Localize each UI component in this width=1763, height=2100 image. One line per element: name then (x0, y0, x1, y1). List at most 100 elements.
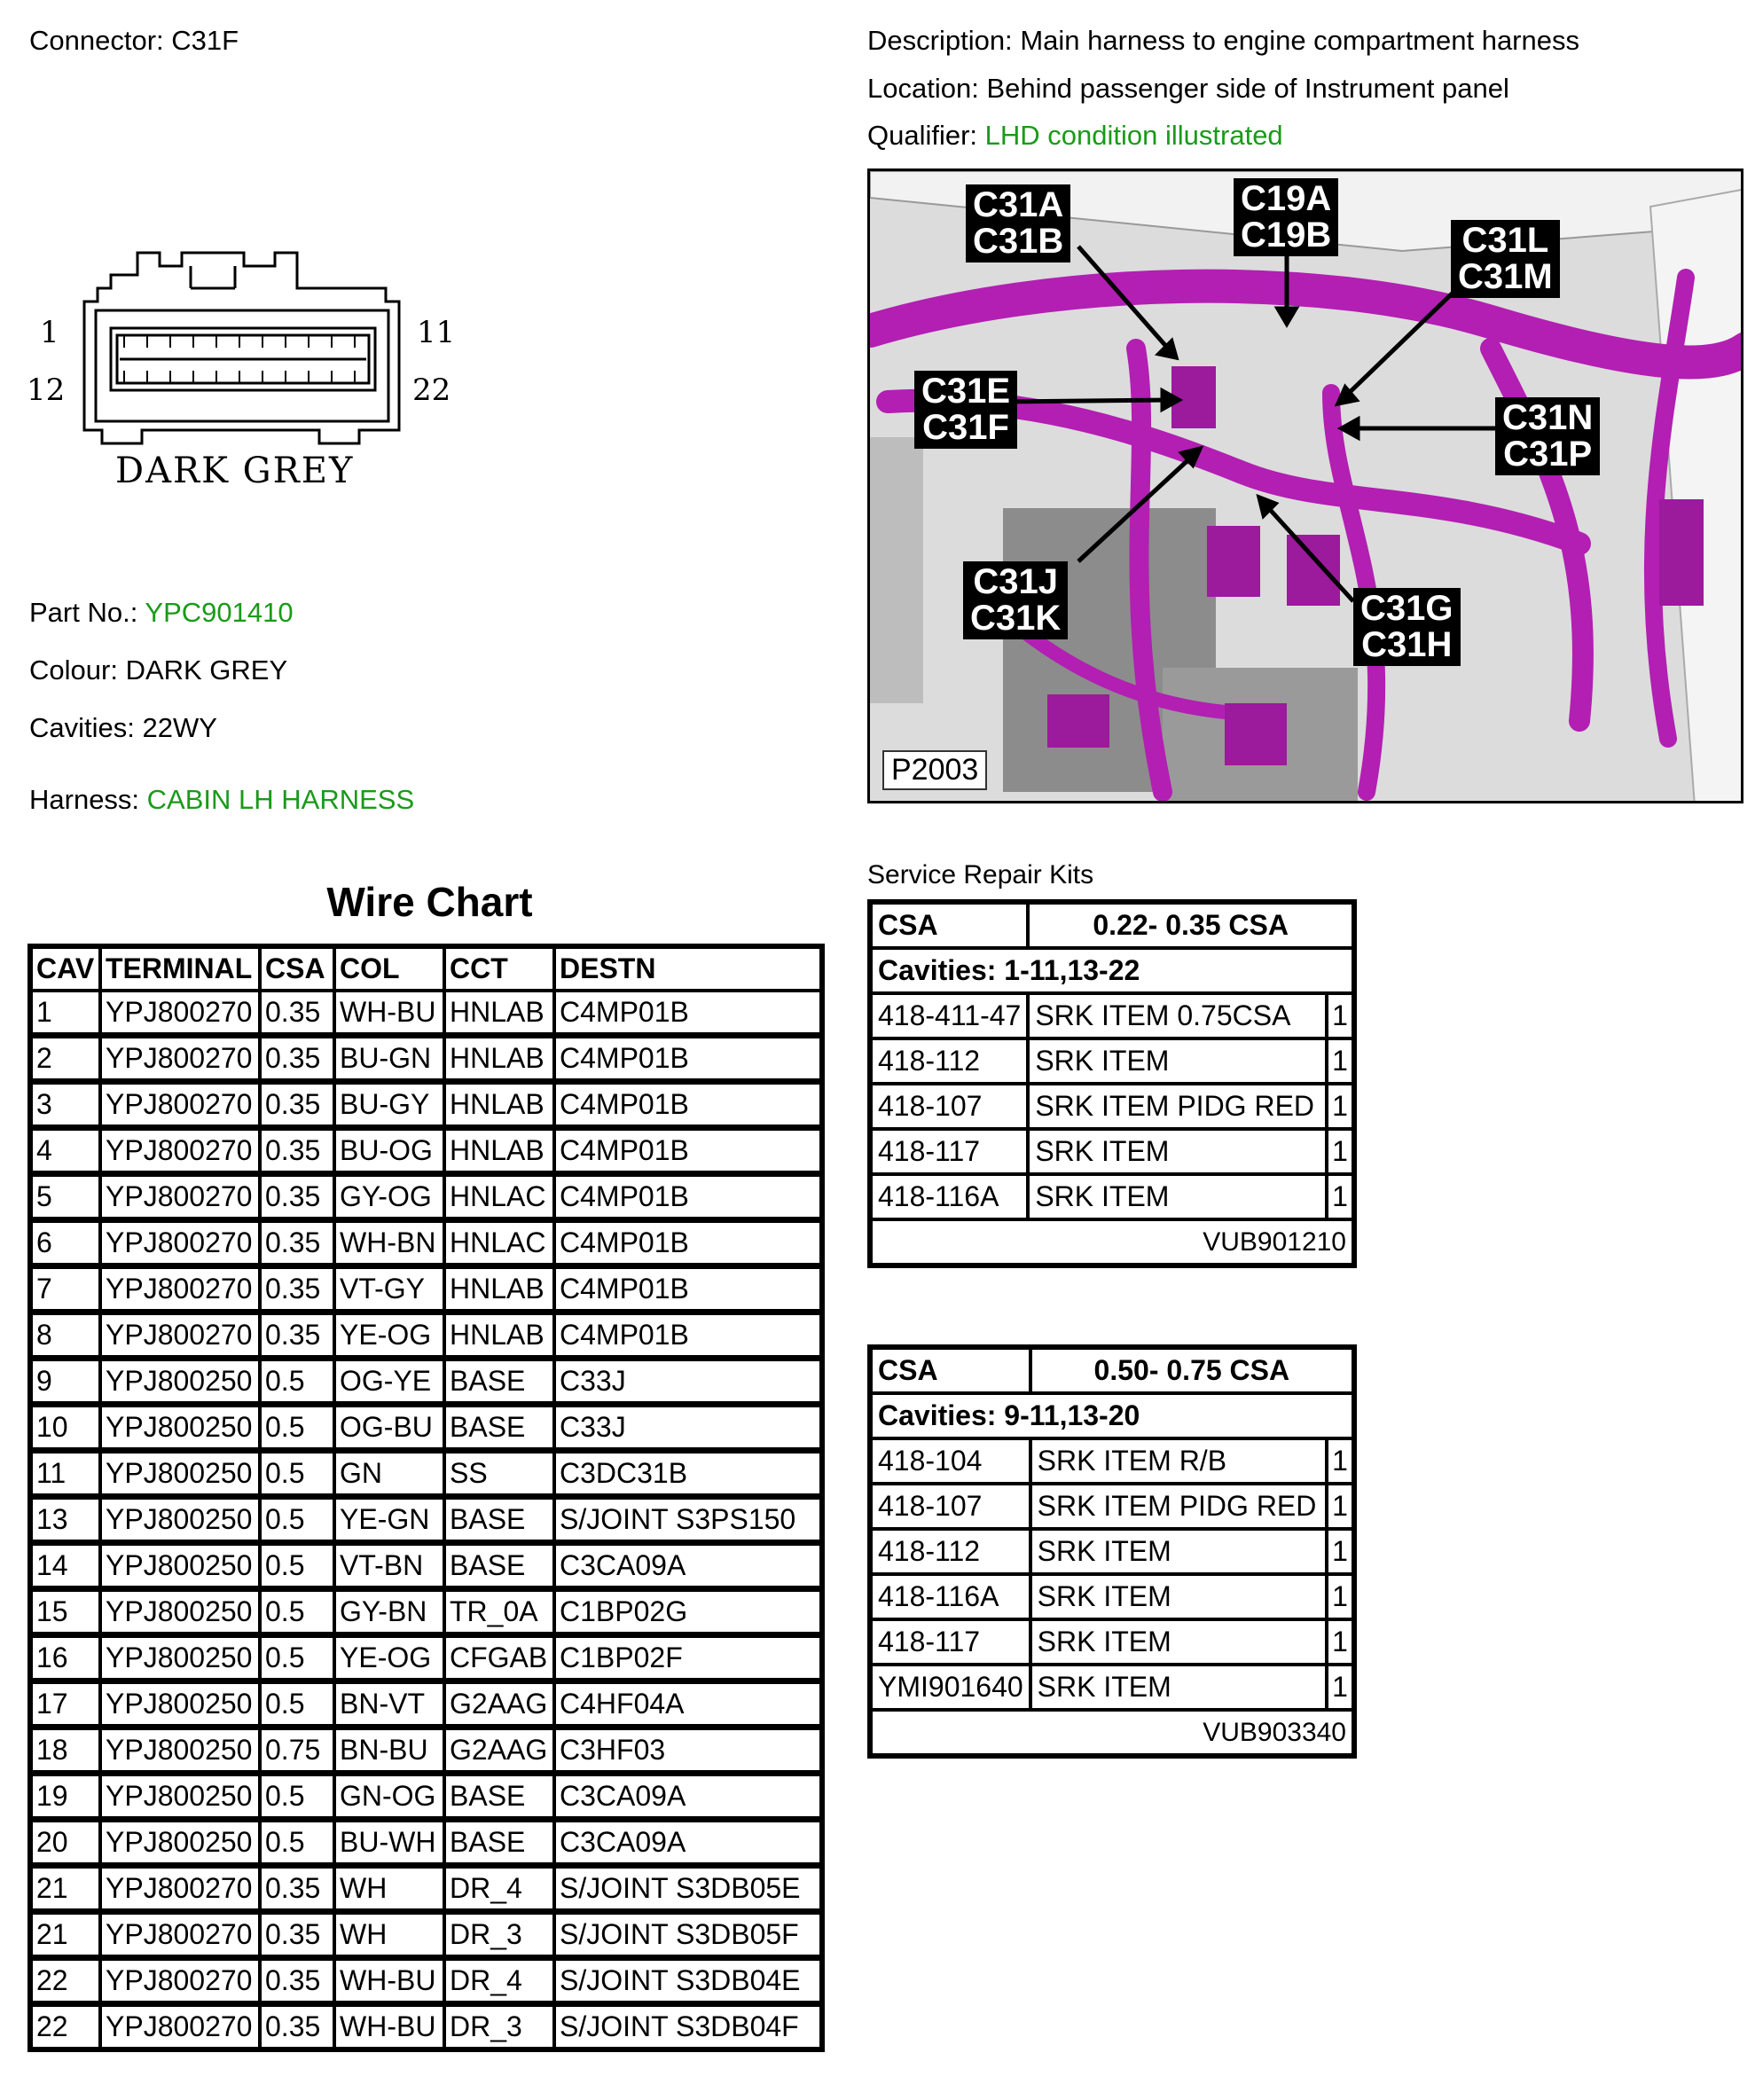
kit-item-qty: 1 (1327, 1438, 1353, 1484)
pin-11-label: 11 (417, 315, 456, 350)
cell-terminal: YPJ800250 (100, 1590, 260, 1636)
cell-col: GN (334, 1452, 444, 1498)
cell-terminal: YPJ800270 (100, 1129, 260, 1175)
cell-cav: 20 (31, 1821, 100, 1867)
cell-terminal: YPJ800270 (100, 1175, 260, 1221)
cell-csa: 0.5 (260, 1406, 334, 1452)
kit-item-desc: SRK ITEM (1030, 1665, 1327, 1710)
kit-item-desc: SRK ITEM PIDG RED (1030, 1484, 1327, 1529)
kit-item-desc: SRK ITEM (1030, 1529, 1327, 1574)
connector-line: Connector: C31F (29, 25, 239, 57)
cell-cav: 21 (31, 1913, 100, 1959)
cell-terminal: YPJ800270 (100, 1037, 260, 1083)
harness-line: Harness: CABIN LH HARNESS (29, 784, 414, 816)
cell-cav: 3 (31, 1083, 100, 1129)
kit-cavities: Cavities: 1-11,13-22 (871, 948, 1353, 993)
cavities-value: 22WY (142, 712, 217, 743)
kit-item-qty: 1 (1327, 1084, 1353, 1129)
kit-item-qty: 1 (1327, 1484, 1353, 1529)
cell-csa: 0.5 (260, 1590, 334, 1636)
cell-terminal: YPJ800270 (100, 1221, 260, 1267)
cell-cav: 1 (31, 991, 100, 1037)
connector-value: C31F (171, 25, 239, 56)
cell-cav: 5 (31, 1175, 100, 1221)
cell-cct: BASE (444, 1406, 554, 1452)
cell-destn: C3DC31B (554, 1452, 821, 1498)
cell-terminal: YPJ800250 (100, 1406, 260, 1452)
cell-cav: 7 (31, 1267, 100, 1313)
part-no-label: Part No.: (29, 597, 138, 628)
cell-col: WH-BU (334, 2005, 444, 2049)
description-label: Description: (867, 25, 1013, 56)
cell-csa: 0.5 (260, 1498, 334, 1544)
cell-cct: SS (444, 1452, 554, 1498)
cell-cct: DR_4 (444, 1867, 554, 1913)
qualifier-label: Qualifier: (867, 120, 978, 151)
cell-cav: 11 (31, 1452, 100, 1498)
kit-csa-range: 0.50- 0.75 CSA (1030, 1348, 1353, 1393)
harness-label: Harness: (29, 784, 140, 815)
cell-col: WH-BU (334, 991, 444, 1037)
cell-cct: HNLAB (444, 1083, 554, 1129)
service-repair-kits-title: Service Repair Kits (867, 860, 1094, 889)
cell-col: OG-BU (334, 1406, 444, 1452)
connector-face-drawing: 1 12 11 22 DARK GREY (27, 239, 470, 505)
wire-chart-title: Wire Chart (326, 879, 533, 925)
cell-col: WH (334, 1913, 444, 1959)
cell-cav: 14 (31, 1544, 100, 1590)
kit-item-part: 418-117 (871, 1619, 1030, 1665)
pin-1-label: 1 (40, 315, 59, 350)
cell-cct: DR_3 (444, 1913, 554, 1959)
cavities-label: Cavities: (29, 712, 135, 743)
cell-col: GY-BN (334, 1590, 444, 1636)
kit-item-desc: SRK ITEM (1028, 1174, 1327, 1219)
cell-destn: C1BP02G (554, 1590, 821, 1636)
cell-destn: S/JOINT S3DB05F (554, 1913, 821, 1959)
cell-cct: DR_4 (444, 1959, 554, 2005)
cell-csa: 0.35 (260, 1037, 334, 1083)
kit-number: VUB903340 (871, 1710, 1353, 1755)
cell-destn: C4MP01B (554, 1083, 821, 1129)
kit-csa-label: CSA (871, 903, 1029, 948)
connector-face-outline (82, 251, 401, 445)
photo-id-label: P2003 (882, 750, 988, 790)
kit-number-row: VUB903340 (871, 1710, 1353, 1755)
cell-col: YE-OG (334, 1636, 444, 1682)
header-cav: CAV (31, 947, 100, 991)
cell-terminal: YPJ800270 (100, 2005, 260, 2049)
description-line: Description: Main harness to engine comp… (867, 25, 1579, 57)
header-cct: CCT (444, 947, 554, 991)
kit-item-part: 418-112 (871, 1038, 1029, 1084)
cell-cct: HNLAB (444, 1129, 554, 1175)
kit-item-qty: 1 (1327, 1129, 1353, 1174)
cell-cct: TR_0A (444, 1590, 554, 1636)
cell-col: OG-YE (334, 1360, 444, 1406)
cell-cct: BASE (444, 1544, 554, 1590)
cell-col: BU-GY (334, 1083, 444, 1129)
cell-csa: 0.35 (260, 1129, 334, 1175)
cell-cav: 10 (31, 1406, 100, 1452)
cell-terminal: YPJ800250 (100, 1498, 260, 1544)
cell-csa: 0.5 (260, 1544, 334, 1590)
cell-destn: C4MP01B (554, 991, 821, 1037)
kit-csa-range: 0.22- 0.35 CSA (1028, 903, 1353, 948)
harness-illustration (870, 171, 1741, 801)
cell-destn: C3CA09A (554, 1821, 821, 1867)
